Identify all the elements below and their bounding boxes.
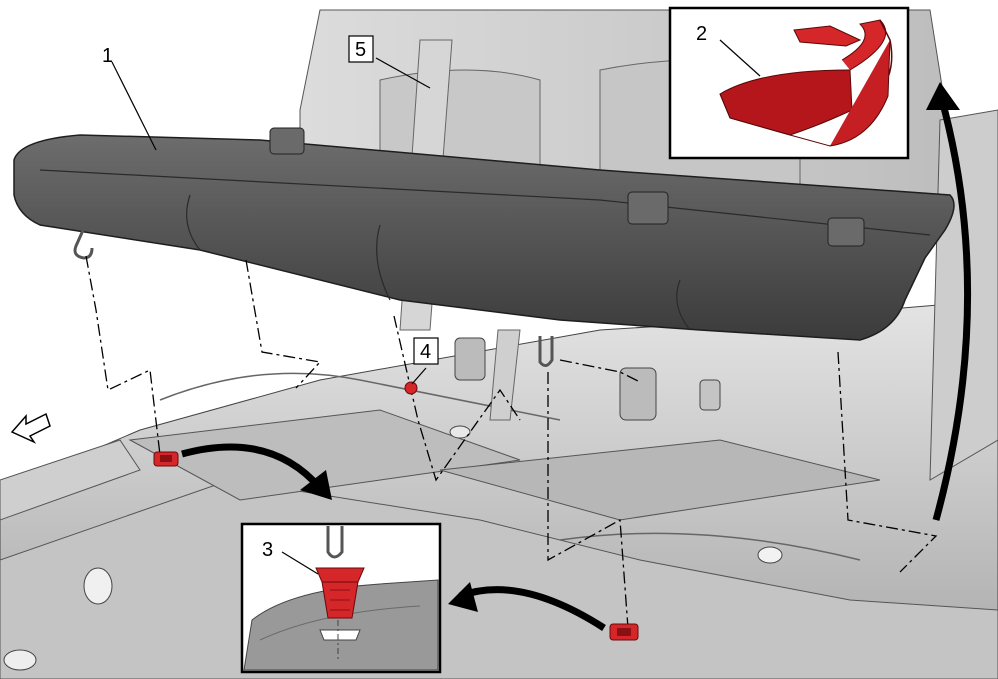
front-direction-arrow-icon: [10, 412, 51, 444]
seat-belt-buckles: [454, 337, 721, 421]
callout-leaders: [111, 57, 431, 385]
rear-seat-cushion: [13, 127, 955, 367]
detail-box-retainer-install: [240, 522, 442, 674]
curved-arrow-icon: [181, 82, 972, 631]
callout-5-box: [348, 35, 374, 63]
callout-2: 2: [696, 23, 707, 45]
callout-4: 4: [420, 341, 431, 363]
callout-5: 5: [355, 39, 366, 61]
retainer-pin: [404, 381, 418, 395]
callout-3: 3: [262, 539, 273, 561]
callout-1: 1: [102, 45, 113, 67]
detail-box-retainer-top: [668, 6, 910, 160]
seat-hook-retainers: [153, 451, 639, 641]
callout-4-box: [413, 337, 439, 365]
